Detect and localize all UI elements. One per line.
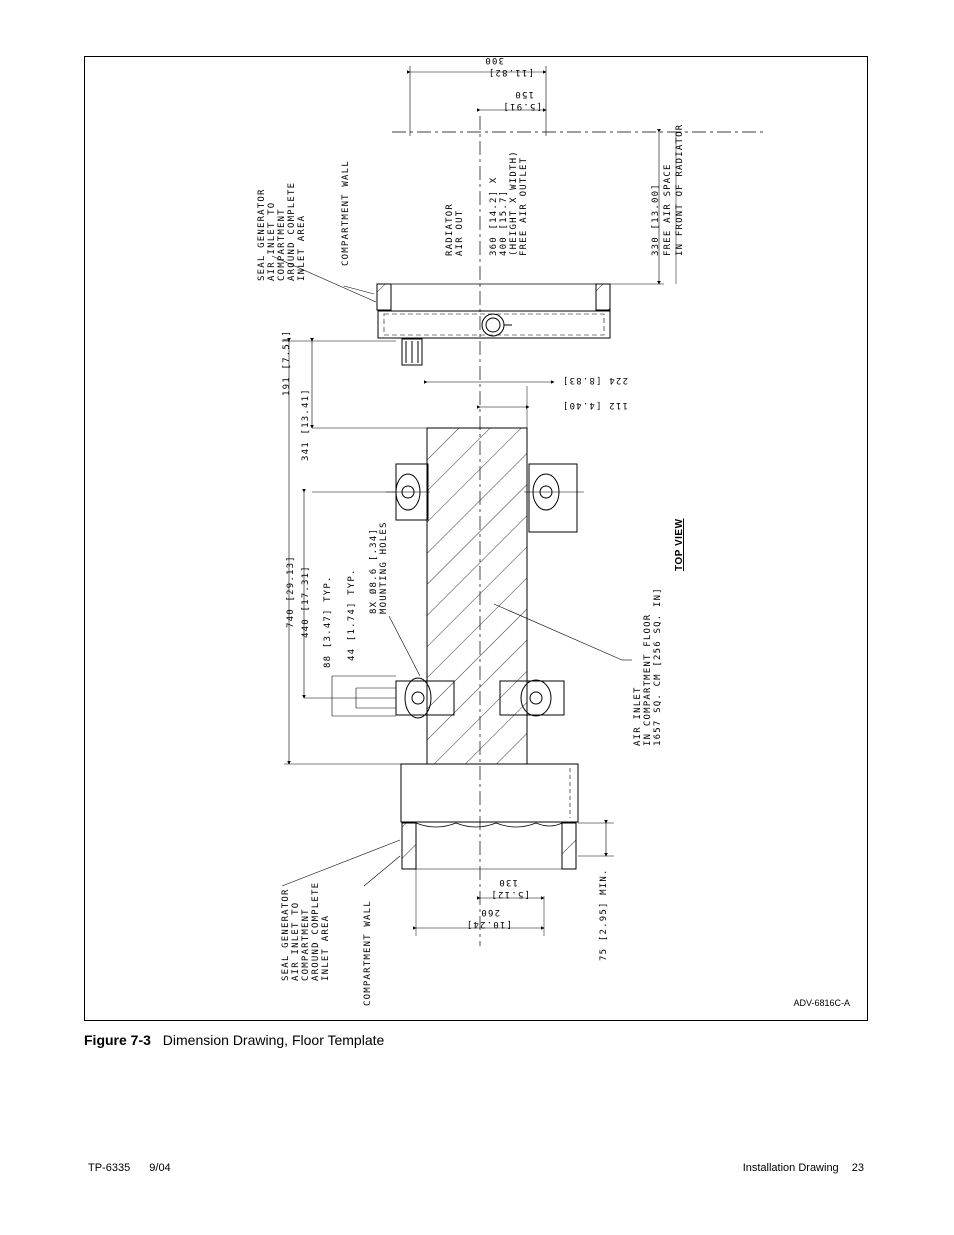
dim-130-inch: [5.12]: [490, 889, 530, 899]
dim-150: 150: [514, 89, 534, 99]
air-space-3: IN FRONT OF RADIATOR: [675, 124, 685, 256]
footer-doc: TP-6335: [88, 1162, 131, 1174]
top-view-label: TOP VIEW: [674, 518, 685, 571]
radiator: [377, 310, 611, 339]
footer-right: Installation Drawing 23: [743, 1162, 864, 1174]
compartment-wall-bottom-right: [561, 822, 577, 870]
dim-740: 740 [29.13]: [286, 555, 296, 628]
footer-date: 9/04: [149, 1162, 171, 1174]
dim-191: 191 [7.51]: [282, 330, 292, 396]
dim-150-inch: [5.91]: [502, 101, 542, 111]
compartment-wall-top-right: [595, 283, 611, 311]
air-inlet-2: IN COMPARTMENT FLOOR: [643, 614, 653, 746]
outlet-line-1: 360 [14.2] X: [489, 177, 499, 256]
dim-112: 112 [4.40]: [562, 400, 628, 410]
outlet-line-4: FREE AIR OUTLET: [519, 157, 529, 256]
seal-bottom-line-5: INLET AREA: [321, 915, 331, 981]
compartment-wall-top-label: COMPARTMENT WALL: [341, 160, 351, 266]
seal-bottom-line-3: COMPARTMENT: [301, 908, 311, 981]
floor-template-drawing: [11.82] 300 [5.91] 150 SEAL GENERATOR AI…: [257, 56, 764, 1006]
air-space-2: FREE AIR SPACE: [663, 163, 673, 256]
air-space-1: 330 [13.00]: [651, 183, 661, 256]
seal-top-line-4: AROUND COMPLETE: [287, 182, 297, 281]
radiator-cap: [481, 313, 505, 337]
dim-440: 440 [17.31]: [301, 565, 311, 638]
dim-75: 75 [2.95] MIN.: [599, 868, 609, 961]
seal-top-line-1: SEAL GENERATOR: [257, 188, 267, 281]
radiator-air-out-1: RADIATOR: [445, 203, 455, 256]
seal-bottom-line-4: AROUND COMPLETE: [311, 882, 321, 981]
dim-44: 44 [1.74] TYP.: [347, 568, 357, 661]
seal-bottom-line-2: AIR INLET TO: [291, 902, 301, 981]
figure-caption: Figure 7-3 Dimension Drawing, Floor Temp…: [84, 1032, 384, 1048]
air-inlet-area: [426, 427, 528, 765]
air-inlet-1: AIR INLET: [633, 686, 643, 746]
figure-number: Figure 7-3: [84, 1032, 151, 1048]
drawing-frame: [84, 56, 868, 1021]
dim-300-inch: [11.82]: [488, 67, 534, 77]
footer-section: Installation Drawing: [742, 1162, 839, 1174]
outlet-line-3: (HEIGHT X WIDTH): [509, 150, 519, 256]
seal-top-line-3: COMPARTMENT: [277, 208, 287, 281]
dim-300: 300: [484, 56, 504, 65]
drawing-ref-code: ADV-6816C-A: [793, 998, 850, 1008]
dim-88: 88 [3.47] TYP.: [323, 575, 333, 668]
dim-224: 224 [8.83]: [562, 375, 628, 385]
dim-260-inch: [10.24]: [466, 919, 512, 929]
air-inlet-3: 1657 SQ. CM [256 SQ. IN]: [653, 587, 663, 746]
radiator-air-out-2: AIR OUT: [455, 210, 465, 256]
dim-341: 341 [13.41]: [301, 388, 311, 461]
seal-bottom-line-1: SEAL GENERATOR: [281, 888, 291, 981]
holes-2: MOUNTING HOLES: [379, 521, 389, 614]
holes-1: 8X Ø8.6 [.34]: [368, 528, 379, 614]
compartment-wall-bottom-label: COMPARTMENT WALL: [363, 900, 373, 1006]
page-number: 23: [851, 1162, 864, 1174]
seal-top-line-5: INLET AREA: [297, 215, 307, 281]
figure-title: Dimension Drawing, Floor Template: [162, 1032, 385, 1048]
mount-upper-right: [528, 463, 578, 533]
footer-left: TP-6335 9/04: [88, 1162, 171, 1174]
outlet-line-2: 400 [15.7]: [499, 190, 509, 256]
dim-130: 130: [498, 877, 518, 887]
dim-260: 260: [480, 907, 500, 917]
seal-top-line-2: AIR INLET TO: [267, 202, 277, 281]
bottom-housing: [400, 763, 579, 823]
compartment-wall-bottom-left: [401, 822, 417, 870]
compartment-wall-top-left: [376, 283, 392, 311]
